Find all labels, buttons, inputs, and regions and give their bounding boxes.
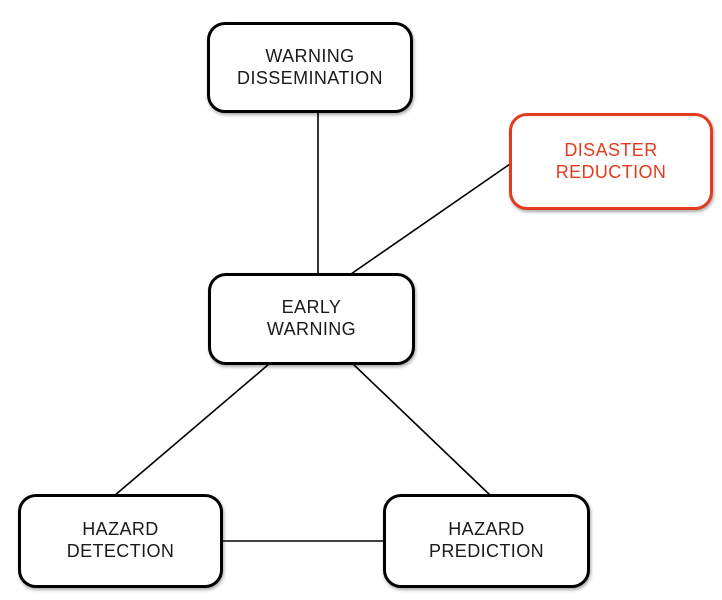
edge-early-warning-hazard-detection <box>113 363 270 497</box>
node-hazard-detection: HAZARD DETECTION <box>18 494 223 588</box>
node-early-warning: EARLY WARNING <box>208 273 415 365</box>
node-warning-dissemination: WARNING DISSEMINATION <box>207 22 413 113</box>
node-hazard-detection-label: HAZARD DETECTION <box>66 519 175 561</box>
node-warning-dissemination-label: WARNING DISSEMINATION <box>237 45 383 88</box>
edge-early-warning-hazard-prediction <box>352 363 492 497</box>
node-hazard-prediction-label: HAZARD PREDICTION <box>428 519 544 561</box>
edge-disaster-reduction-early-warning <box>350 163 511 275</box>
node-early-warning-label: EARLY WARNING <box>266 297 357 339</box>
node-disaster-reduction: DISASTER REDUCTION <box>509 113 713 210</box>
node-hazard-prediction: HAZARD PREDICTION <box>383 494 590 588</box>
node-disaster-reduction-label: DISASTER REDUCTION <box>555 139 667 182</box>
